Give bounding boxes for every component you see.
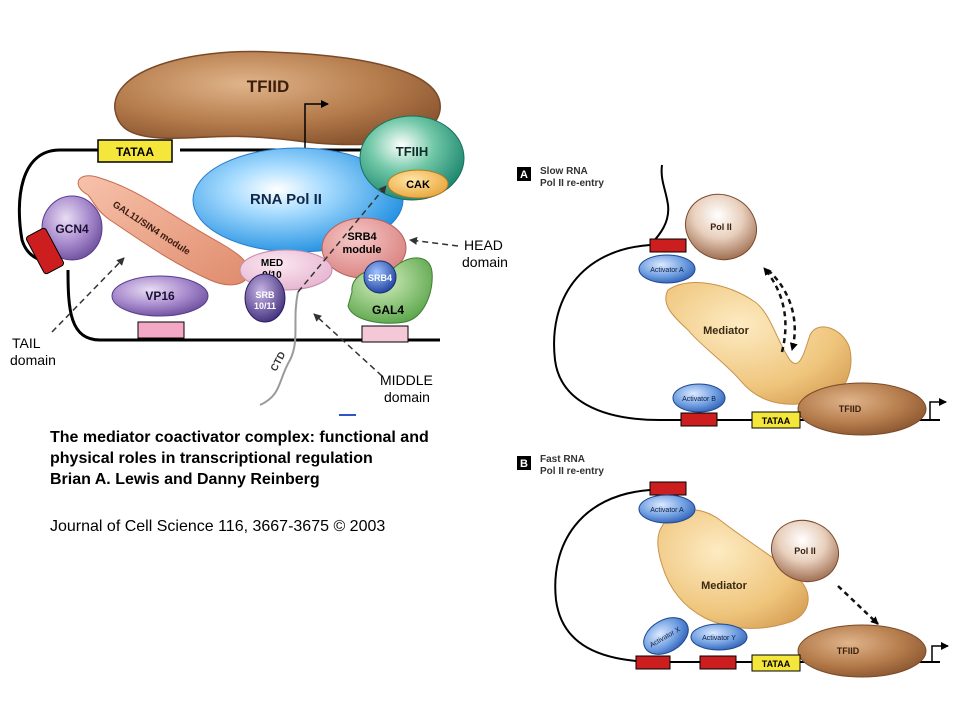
tfiih-label: TFIIH <box>396 144 429 159</box>
head-domain-label1: HEAD <box>464 237 503 253</box>
panel-a-activator-b <box>672 383 726 413</box>
left-figure: TFIID TATAA RNA Pol II TFIIH CAK GAL11/S… <box>10 50 508 416</box>
vp16-shape <box>111 275 209 317</box>
panel-b-tataa-box <box>751 654 801 672</box>
panel-a-activator-a <box>638 254 696 284</box>
gcn4-label: GCN4 <box>55 222 89 236</box>
ctd-tail <box>259 291 299 406</box>
cak-shape <box>387 169 449 199</box>
middle-domain-label2: domain <box>384 389 430 405</box>
panel-b-letter-box <box>517 456 531 470</box>
panel-b-pol-ii <box>771 519 839 583</box>
panel-b-reentry-arrow <box>837 585 879 625</box>
panel-a-dna <box>553 164 940 421</box>
panel-b-activator-y-label: Activator Y <box>702 635 736 642</box>
panel-b: B Fast RNA Pol II re-entry Mediator Acti… <box>517 454 949 678</box>
ctd-to-tfiih-arrow <box>297 185 387 293</box>
srb4-module-label1: SRB4 <box>347 231 377 243</box>
tss-arrow <box>304 100 329 148</box>
vp16-binding-site <box>137 321 185 339</box>
panel-a-site-b <box>680 412 718 427</box>
panel-a-tfiid-label: TFIID <box>839 404 862 414</box>
tail-domain-label2: domain <box>10 352 56 368</box>
panel-b-tfiid-label: TFIID <box>837 646 860 656</box>
panel-b-site-a <box>649 481 687 496</box>
panel-b-tataa-label: TATAA <box>762 659 791 669</box>
panel-b-pol-ii-label: Pol II <box>794 546 816 556</box>
panel-a-activator-b-label: Activator B <box>682 396 716 403</box>
panel-a-reentry-arrow-back <box>763 267 787 353</box>
panel-b-title2: Pol II re-entry <box>540 466 604 477</box>
srb-10-11-label1: SRB <box>255 290 275 300</box>
head-arrow <box>409 236 459 247</box>
caption-journal: Journal of Cell Science 116, 3667-3675 ©… <box>50 518 386 535</box>
panel-b-site-x <box>635 655 671 670</box>
tail-arrow <box>51 257 125 333</box>
panel-b-mediator-label: Mediator <box>701 580 748 592</box>
gcn4-binding-site <box>25 227 65 275</box>
panel-a-title2: Pol II re-entry <box>540 178 604 189</box>
tail-domain-label1: TAIL <box>12 335 41 351</box>
vp16-label: VP16 <box>145 289 175 303</box>
panel-a-tfiid <box>797 382 927 436</box>
panel-a-tataa-box <box>751 411 801 429</box>
panel-a-letter: A <box>520 169 528 181</box>
panel-a: A Slow RNA Pol II re-entry Mediator Acti… <box>517 164 947 436</box>
caption-title-line2: physical roles in transcriptional regula… <box>50 450 373 467</box>
middle-arrow <box>313 313 383 377</box>
gcn4-shape <box>41 195 103 261</box>
rna-pol-ii-label: RNA Pol II <box>250 191 322 208</box>
panel-a-pol-ii <box>685 193 757 261</box>
cak-label: CAK <box>406 179 430 191</box>
panel-b-activator-y <box>690 623 748 651</box>
panel-a-letter-box <box>517 167 531 181</box>
gal4-binding-site <box>361 325 409 343</box>
srb4-shape <box>363 260 397 294</box>
tfiid-label: TFIID <box>247 77 290 96</box>
panel-b-tss-arrow <box>931 642 949 662</box>
srb4-module-label2: module <box>342 244 381 256</box>
srb-10-11-shape <box>244 273 286 323</box>
panel-a-title1: Slow RNA <box>540 166 588 177</box>
panel-b-mediator-shape <box>657 509 809 629</box>
panel-b-activator-a-label: Activator A <box>650 507 684 514</box>
panel-a-tataa-label: TATAA <box>762 416 791 426</box>
panel-a-mediator-label: Mediator <box>703 325 750 337</box>
srb-10-11-label2: 10/11 <box>254 301 276 311</box>
tataa-label: TATAA <box>116 145 154 159</box>
panel-b-letter: B <box>520 458 528 470</box>
caption-authors: Brian A. Lewis and Danny Reinberg <box>50 471 320 488</box>
panel-b-activator-x <box>643 617 689 655</box>
srb4-label: SRB4 <box>368 273 392 283</box>
caption-title-line1: The mediator coactivator complex: functi… <box>50 429 429 446</box>
panel-b-dna <box>554 489 940 663</box>
tataa-box <box>97 139 173 163</box>
panel-b-site-y <box>699 655 737 670</box>
panel-a-pol-ii-label: Pol II <box>710 222 732 232</box>
med-label1: MED <box>261 258 283 269</box>
panel-a-tss-arrow <box>929 398 947 420</box>
panel-a-site-a <box>649 238 687 253</box>
panel-a-activator-a-label: Activator A <box>650 267 684 274</box>
panel-b-title1: Fast RNA <box>540 454 585 465</box>
panel-b-activator-a <box>638 494 696 524</box>
panel-b-tfiid <box>797 624 927 678</box>
middle-domain-label1: MIDDLE <box>380 372 433 388</box>
panel-a-mediator-shape <box>665 282 852 405</box>
gal4-label: GAL4 <box>372 303 404 317</box>
head-domain-label2: domain <box>462 254 508 270</box>
